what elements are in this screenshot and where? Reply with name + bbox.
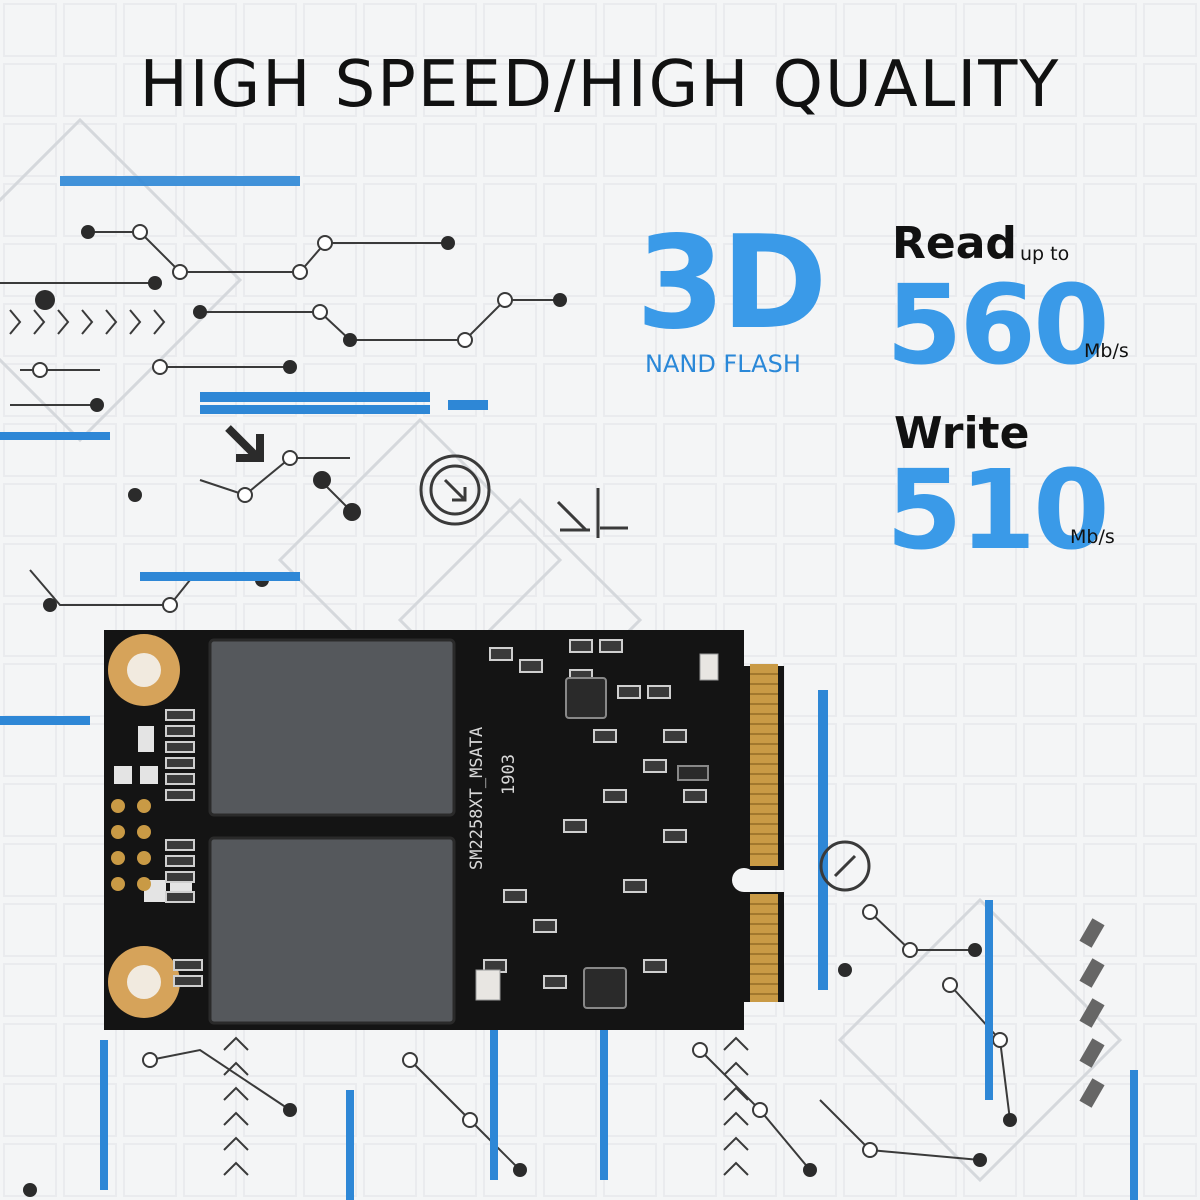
nand-flash-label: NAND FLASH [645,350,801,378]
read-speed-value: 560 [886,261,1110,389]
write-speed-unit: Mb/s [1070,526,1115,548]
3d-badge: 3D [636,209,827,358]
read-speed-unit: Mb/s [1084,340,1129,362]
read-qualifier: up to [1020,243,1070,265]
read-label: Read [892,218,1017,269]
write-label: Write [894,408,1030,459]
date-code-marking: 1903 [499,754,519,795]
controller-marking: SM2258XT_MSATA [467,727,487,870]
write-speed-value: 510 [886,446,1110,574]
msata-ssd-image: SM2258XT_MSATA 1903 [104,630,784,1030]
headline: HIGH SPEED/HIGH QUALITY [139,48,1061,122]
